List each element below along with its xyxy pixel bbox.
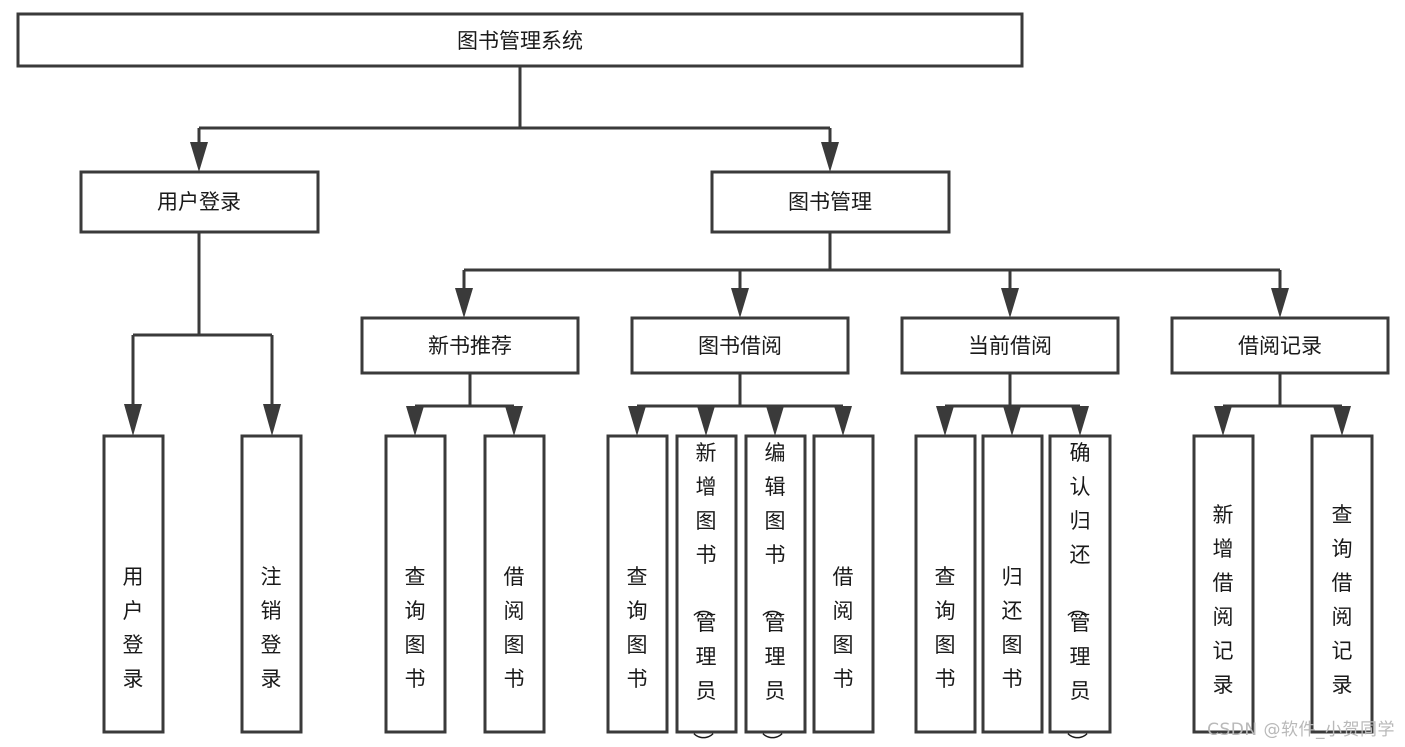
node-leaf-user-login-label: 用户登录 — [123, 565, 144, 691]
arrow-head-new-book-rec — [455, 288, 473, 318]
node-leaf-edit-book[interactable]: 编辑图书（管理员） — [744, 434, 807, 747]
node-leaf-query-book-3[interactable]: 查询图书 — [914, 434, 977, 734]
csdn-watermark: CSDN @软件_小贺同学 — [1207, 720, 1395, 740]
node-leaf-borrow-book-2-label: 借阅图书 — [833, 565, 854, 691]
node-leaf-user-login-box[interactable] — [102, 434, 165, 734]
connector-group-user-login — [124, 232, 281, 436]
node-leaf-borrow-book-1-label: 借阅图书 — [504, 565, 525, 691]
node-leaf-logout-label: 注销登录 — [261, 565, 282, 691]
node-user-login-box[interactable] — [79, 170, 320, 234]
node-root[interactable]: 图书管理系统 — [16, 12, 1024, 68]
arrow-head-user-login — [190, 142, 208, 172]
node-leaf-query-book-1[interactable]: 查询图书 — [384, 434, 447, 734]
node-book-manage-box[interactable] — [710, 170, 951, 234]
arrow-head-leaf-query-book-2 — [628, 406, 646, 436]
node-borrow-record[interactable]: 借阅记录 — [1170, 316, 1390, 375]
node-leaf-borrow-book-1[interactable]: 借阅图书 — [483, 434, 546, 734]
arrow-head-leaf-query-record — [1333, 406, 1351, 436]
node-leaf-query-record[interactable]: 查询借阅记录 — [1310, 434, 1374, 734]
node-leaf-user-login[interactable]: 用户登录 — [102, 434, 165, 734]
arrow-head-leaf-borrow-book-1 — [505, 406, 523, 436]
node-current-borrow-box[interactable] — [900, 316, 1120, 375]
node-leaf-add-record-label: 新增借阅记录 — [1213, 503, 1234, 697]
node-new-book-rec[interactable]: 新书推荐 — [360, 316, 580, 375]
arrow-head-leaf-borrow-book-2 — [834, 406, 852, 436]
node-leaf-borrow-book-2[interactable]: 借阅图书 — [812, 434, 875, 734]
node-book-borrow-label: 图书借阅 — [698, 334, 782, 358]
node-leaf-query-book-2-label: 查询图书 — [627, 565, 648, 691]
node-leaf-confirm-return-box[interactable] — [1048, 434, 1112, 734]
node-leaf-query-book-3-label: 查询图书 — [935, 565, 956, 691]
node-book-manage[interactable]: 图书管理 — [710, 170, 951, 234]
node-root-label: 图书管理系统 — [457, 29, 583, 53]
connector-group-current-borrow — [936, 373, 1089, 436]
node-book-borrow[interactable]: 图书借阅 — [630, 316, 850, 375]
arrow-head-leaf-confirm-return — [1071, 406, 1089, 436]
node-leaf-query-record-label: 查询借阅记录 — [1332, 503, 1353, 697]
node-book-manage-label: 图书管理 — [788, 190, 872, 214]
node-leaf-add-record-box[interactable] — [1192, 434, 1255, 734]
node-leaf-query-book-1-label: 查询图书 — [405, 565, 426, 691]
node-leaf-add-book-label: 新增图书（管理员） — [691, 441, 717, 747]
arrow-head-leaf-add-book — [697, 406, 715, 436]
node-root-box[interactable] — [16, 12, 1024, 68]
arrow-head-leaf-edit-book — [766, 406, 784, 436]
connector-group-borrow-record — [1214, 373, 1351, 436]
node-borrow-record-box[interactable] — [1170, 316, 1390, 375]
node-current-borrow[interactable]: 当前借阅 — [900, 316, 1120, 375]
arrow-head-leaf-query-book-1 — [406, 406, 424, 436]
node-leaf-logout[interactable]: 注销登录 — [240, 434, 303, 734]
arrow-head-leaf-user-login — [124, 404, 142, 436]
node-leaf-query-book-3-box[interactable] — [914, 434, 977, 734]
node-new-book-rec-box[interactable] — [360, 316, 580, 375]
node-leaf-return-book[interactable]: 归还图书 — [981, 434, 1044, 734]
node-leaf-logout-box[interactable] — [240, 434, 303, 734]
arrow-head-leaf-logout — [263, 404, 281, 436]
node-leaf-confirm-return-label: 确认归还（管理员） — [1065, 441, 1091, 747]
connector-group-book-borrow — [628, 373, 852, 436]
node-book-borrow-box[interactable] — [630, 316, 850, 375]
node-leaf-borrow-book-2-box[interactable] — [812, 434, 875, 734]
node-leaf-edit-book-label: 编辑图书（管理员） — [760, 441, 786, 747]
node-leaf-add-book-box[interactable] — [675, 434, 738, 734]
node-leaf-edit-book-box[interactable] — [744, 434, 807, 734]
node-leaf-confirm-return[interactable]: 确认归还（管理员） — [1048, 434, 1112, 747]
node-user-login-label: 用户登录 — [157, 190, 241, 214]
node-leaf-borrow-book-1-box[interactable] — [483, 434, 546, 734]
node-current-borrow-label: 当前借阅 — [968, 334, 1052, 358]
arrow-head-book-borrow — [731, 288, 749, 318]
node-leaf-query-book-2[interactable]: 查询图书 — [606, 434, 669, 734]
arrow-head-leaf-add-record — [1214, 406, 1232, 436]
node-leaf-query-book-1-box[interactable] — [384, 434, 447, 734]
arrow-head-borrow-record — [1271, 288, 1289, 318]
arrow-head-current-borrow — [1001, 288, 1019, 318]
arrow-head-book-manage — [821, 142, 839, 172]
node-leaf-add-book[interactable]: 新增图书（管理员） — [675, 434, 738, 747]
arrow-head-leaf-query-book-3 — [936, 406, 954, 436]
node-user-login[interactable]: 用户登录 — [79, 170, 320, 234]
node-new-book-rec-label: 新书推荐 — [428, 334, 512, 358]
node-leaf-add-record[interactable]: 新增借阅记录 — [1192, 434, 1255, 734]
connector-group-new-book-rec — [406, 373, 523, 436]
arrow-head-leaf-return-book — [1003, 406, 1021, 436]
node-leaf-query-record-box[interactable] — [1310, 434, 1374, 734]
connector-group-root — [190, 66, 839, 172]
connector-group-book-manage — [455, 232, 1289, 318]
node-leaf-return-book-label: 归还图书 — [1002, 565, 1023, 691]
node-leaf-return-book-box[interactable] — [981, 434, 1044, 734]
node-borrow-record-label: 借阅记录 — [1238, 334, 1322, 358]
node-leaf-query-book-2-box[interactable] — [606, 434, 669, 734]
